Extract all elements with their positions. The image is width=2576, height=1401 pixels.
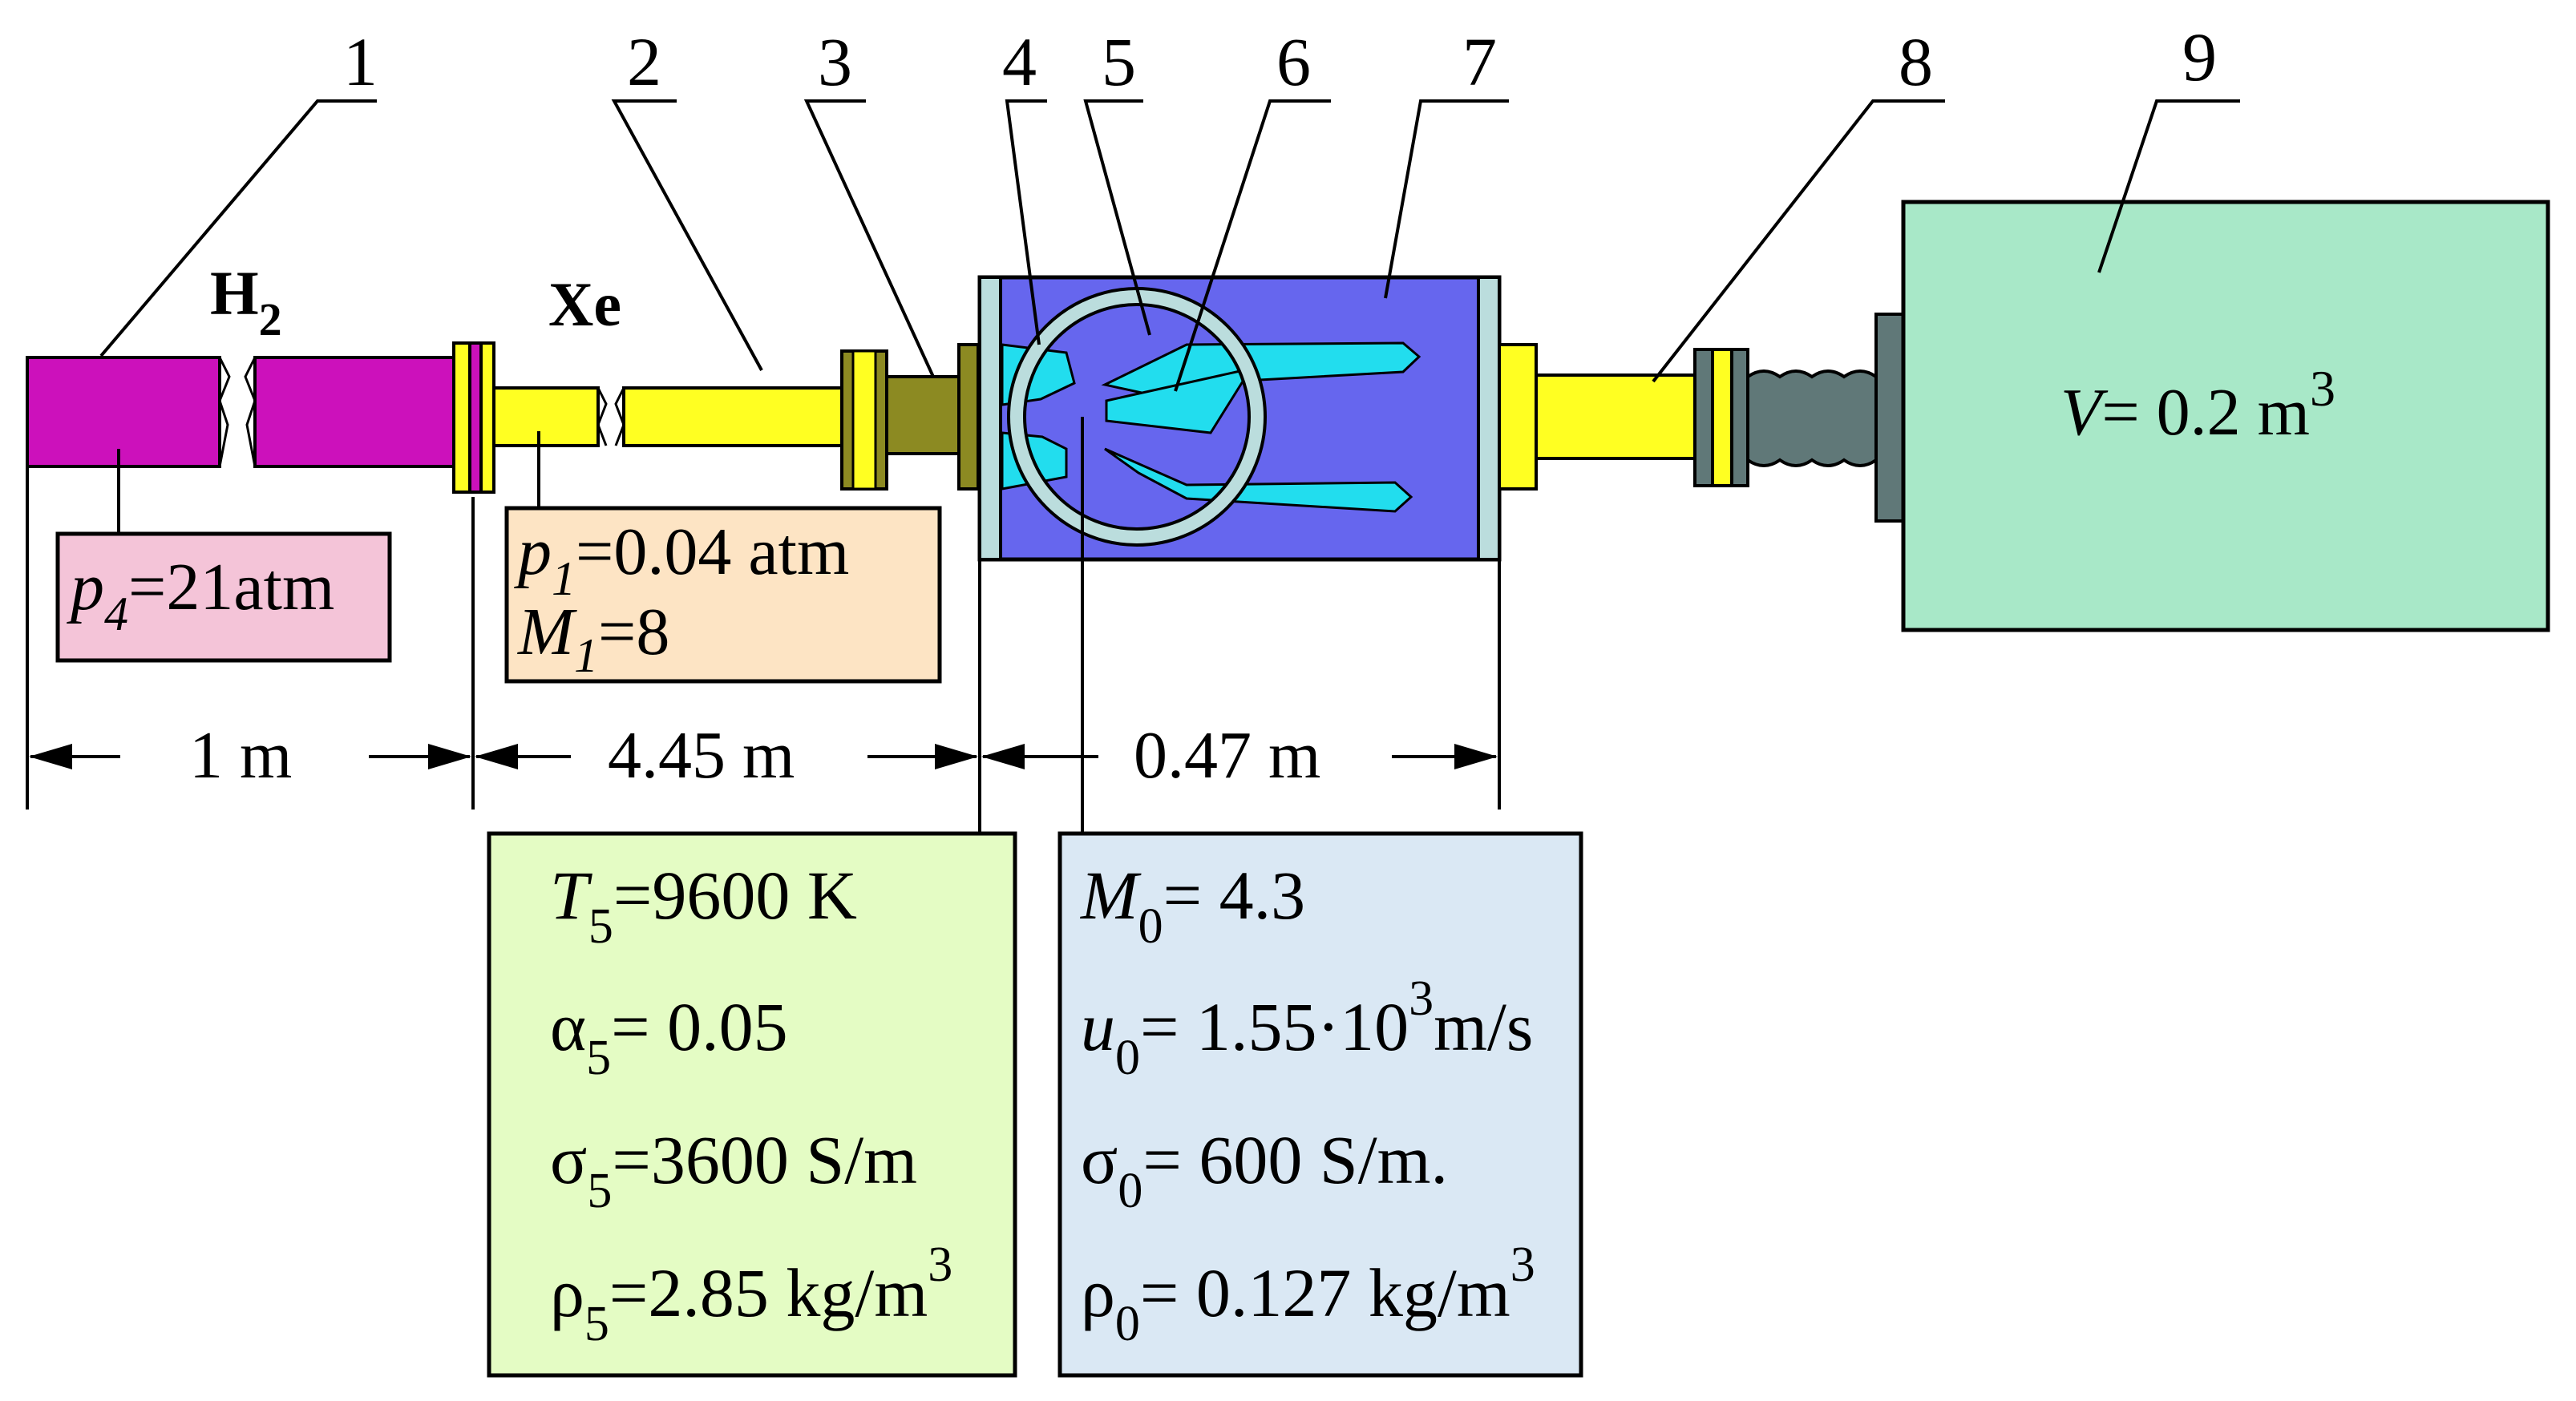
dimension-driver: 1 m bbox=[189, 718, 292, 793]
driven-param-box: p1=0.04 atm M1=8 bbox=[504, 506, 942, 684]
svg-text:p4=21atm: p4=21atm bbox=[67, 550, 334, 640]
callout-3: 3 bbox=[818, 23, 852, 100]
tank-volume-label: V= 0.2 m3 bbox=[2060, 360, 2335, 450]
dimension-arrowheads bbox=[29, 744, 1498, 769]
callout-2: 2 bbox=[627, 23, 661, 100]
flange-3 bbox=[840, 343, 980, 491]
callout-6: 6 bbox=[1276, 23, 1311, 100]
callout-lines bbox=[99, 99, 2240, 392]
flexible-hose bbox=[1746, 313, 1907, 523]
driver-param-box: p4=21atm bbox=[55, 531, 392, 663]
state0-row-2: σ0= 600 S/m. bbox=[1081, 1121, 1448, 1218]
observation-ring bbox=[1007, 287, 1267, 547]
nozzle-electrodes bbox=[1001, 341, 1421, 513]
state5-row-3: ρ5=2.85 kg/m3 bbox=[550, 1237, 952, 1351]
state5-row-0: T5=9600 K bbox=[550, 857, 857, 954]
callout-7: 7 bbox=[1462, 23, 1497, 100]
driver-tube bbox=[26, 356, 455, 468]
state0-parameters: M0= 4.3 u0= 1.55·103m/s σ0= 600 S/m. ρ0= 0.… bbox=[1079, 857, 1535, 1351]
callout-4: 4 bbox=[1002, 23, 1037, 100]
dimension-channel: 0.47 m bbox=[1134, 718, 1320, 793]
state5-box: T5=9600 K α5= 0.05 σ5=3600 S/m ρ5=2.85 kg/m… bbox=[487, 831, 1017, 1378]
driver-gas-label: H2 bbox=[210, 258, 282, 345]
dimension-driven: 4.45 m bbox=[608, 718, 795, 793]
callout-1: 1 bbox=[343, 23, 378, 100]
state0-box: M0= 4.3 u0= 1.55·103m/s σ0= 600 S/m. ρ0= 0.… bbox=[1057, 831, 1583, 1378]
state5-row-2: σ5=3600 S/m bbox=[550, 1121, 917, 1218]
driven-tube bbox=[492, 386, 843, 447]
callout-8: 8 bbox=[1899, 23, 1933, 100]
callout-9: 9 bbox=[2182, 18, 2217, 95]
outlet-duct bbox=[1498, 343, 1749, 491]
diaphragm-flange bbox=[452, 341, 495, 494]
state5-parameters: T5=9600 K α5= 0.05 σ5=3600 S/m ρ5=2.85 kg/m… bbox=[550, 857, 952, 1351]
state5-row-1: α5= 0.05 bbox=[550, 988, 788, 1085]
callout-numbers: 1 2 3 4 5 6 7 8 9 bbox=[343, 18, 2217, 100]
state0-row-3: ρ0= 0.127 kg/m3 bbox=[1081, 1237, 1535, 1351]
state0-row-0: M0= 4.3 bbox=[1079, 857, 1305, 954]
vacuum-tank bbox=[1901, 200, 2550, 632]
svg-text:M1=8: M1=8 bbox=[517, 595, 669, 682]
svg-text:p1=0.04 atm: p1=0.04 atm bbox=[514, 515, 849, 605]
driven-gas-label: Xe bbox=[548, 269, 621, 339]
callout-5: 5 bbox=[1102, 23, 1136, 100]
state0-row-1: u0= 1.55·103m/s bbox=[1081, 971, 1533, 1085]
